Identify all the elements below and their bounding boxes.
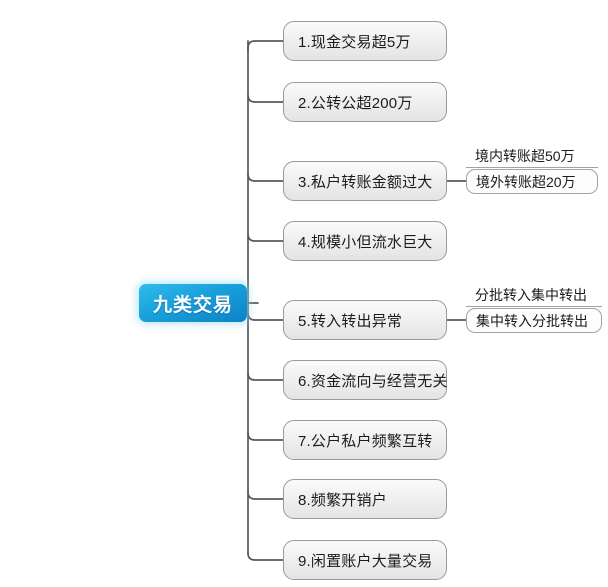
- subbranch-node-5-2[interactable]: 集中转入分批转出: [466, 308, 602, 333]
- connector-branch-1: [247, 40, 284, 52]
- subbranch-node-3-1[interactable]: 境内转账超50万: [466, 144, 598, 168]
- connector-branch-3: [247, 173, 284, 182]
- branch-node-9[interactable]: 9.闲置账户大量交易: [283, 540, 447, 580]
- subbranch-node-5-1[interactable]: 分批转入集中转出: [466, 283, 602, 307]
- root-node[interactable]: 九类交易: [139, 284, 247, 322]
- branch-node-9-label: 9.闲置账户大量交易: [298, 552, 433, 570]
- branch-node-5[interactable]: 5.转入转出异常: [283, 300, 447, 340]
- subbranch-node-5-2-label: 集中转入分批转出: [476, 312, 588, 329]
- connector-branch-6: [247, 372, 284, 381]
- branch-node-4[interactable]: 4.规模小但流水巨大: [283, 221, 447, 261]
- branch-node-6-label: 6.资金流向与经营无关: [298, 372, 448, 390]
- branch-node-3-label: 3.私户转账金额过大: [298, 173, 433, 191]
- subbranch-node-3-2-label: 境外转账超20万: [476, 173, 576, 190]
- root-node-label: 九类交易: [152, 294, 233, 316]
- branch-node-7-label: 7.公户私户频繁互转: [298, 432, 433, 450]
- branch-node-2[interactable]: 2.公转公超200万: [283, 82, 447, 122]
- connector-branch-5: [247, 312, 284, 321]
- branch-node-8[interactable]: 8.频繁开销户: [283, 479, 447, 519]
- branch-node-6[interactable]: 6.资金流向与经营无关: [283, 360, 448, 400]
- branch-node-1-label: 1.现金交易超5万: [298, 33, 411, 51]
- connector-branch-8: [247, 491, 284, 500]
- connector-branch-4: [247, 233, 284, 242]
- branch-node-5-label: 5.转入转出异常: [298, 312, 403, 330]
- branch-node-8-label: 8.频繁开销户: [298, 491, 387, 509]
- subbranch-node-5-1-label: 分批转入集中转出: [475, 286, 587, 303]
- branch-node-7[interactable]: 7.公户私户频繁互转: [283, 420, 447, 460]
- subbranch-node-3-1-label: 境内转账超50万: [475, 147, 575, 164]
- connector-branch-7: [247, 432, 284, 441]
- subbranch-node-3-2[interactable]: 境外转账超20万: [466, 169, 598, 194]
- connector-branch-2: [247, 94, 284, 103]
- branch-node-3[interactable]: 3.私户转账金额过大: [283, 161, 447, 201]
- branch-node-2-label: 2.公转公超200万: [298, 94, 413, 112]
- branch-node-1[interactable]: 1.现金交易超5万: [283, 21, 447, 61]
- branch-node-4-label: 4.规模小但流水巨大: [298, 233, 433, 251]
- connector-branch-9: [247, 552, 284, 561]
